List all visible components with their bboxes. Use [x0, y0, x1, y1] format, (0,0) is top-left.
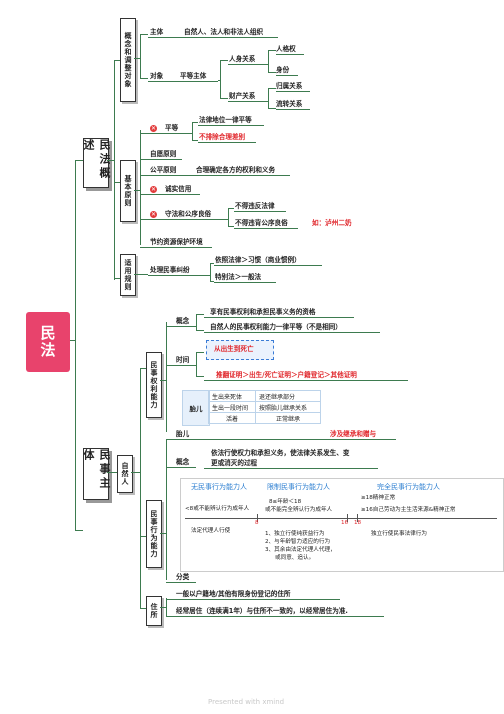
- root-label: 民法: [38, 325, 57, 359]
- watermark-text: Presented with xmind: [208, 698, 285, 706]
- object-value: 平等主体: [180, 72, 207, 80]
- capacity-time-label: 时间: [176, 356, 190, 364]
- age-8-marker: 8: [255, 520, 259, 526]
- identity-right: 身份: [276, 66, 290, 74]
- subject-value: 自然人、法人和非法人组织: [184, 28, 264, 36]
- act-capacity-chart: 无民事行为能力人 限制民事行为能力人 完全民事行为能力人 <8或不能辨认行为成年…: [180, 478, 504, 572]
- law-detail-2: 不得违背公序良俗: [235, 219, 288, 227]
- equality-detail-2: 不排除合理差别: [199, 133, 246, 141]
- warning-icon: ✕: [150, 186, 157, 193]
- personality-right: 人格权: [276, 45, 296, 53]
- equality-principle: 平等: [165, 124, 179, 132]
- age-18-marker: 18: [354, 520, 362, 526]
- warning-icon: ✕: [150, 125, 157, 132]
- capacity-evidence: 推翻证明＞出生/死亡证明＞户籍登记＞其他证明: [216, 371, 357, 379]
- fairness-detail: 合理确定各方的权利和义务: [196, 166, 276, 174]
- equality-detail-1: 法律地位一律平等: [199, 116, 252, 124]
- fetus-table-label: 胎儿: [182, 390, 210, 426]
- table-row: 活着 正常继承: [208, 412, 321, 424]
- warning-icon: ✕: [150, 211, 157, 218]
- root-node[interactable]: 民法: [26, 312, 70, 372]
- time-highlight-box: [206, 340, 274, 360]
- fetus-table: 生出来死体 退还继承部分 生出一段时间 按照胎儿继承关系 活着 正常继承: [208, 390, 321, 424]
- dispute-handling: 处理民事纠纷: [150, 266, 190, 274]
- law-example: 如：泸州二奶: [312, 219, 352, 227]
- act-concept-2: 更或消灭的过程: [211, 459, 258, 467]
- fairness-principle: 公平原则: [150, 166, 177, 174]
- capacity-concept-label: 概念: [176, 317, 190, 325]
- residence-line-1: 一般以户籍地/其他有限身份登记的住所: [176, 590, 291, 598]
- ownership-relation: 归属关系: [276, 82, 303, 90]
- category-label: 分类: [176, 573, 190, 581]
- good-faith-principle: 诚实信用: [165, 185, 192, 193]
- none-capacity-title: 无民事行为能力人: [191, 483, 247, 491]
- application-node[interactable]: 适用规则: [120, 254, 136, 296]
- circulation-relation: 流转关系: [276, 100, 303, 108]
- table-row: 生出一段时间 按照胎儿继承关系: [208, 401, 321, 413]
- act-capacity-node[interactable]: 民事行为能力: [146, 500, 162, 568]
- personal-relation: 人身关系: [229, 55, 256, 63]
- age-16-marker: 16: [341, 520, 349, 526]
- principles-node[interactable]: 基本原则: [120, 160, 136, 222]
- green-principle: 节约资源保护环境: [150, 238, 203, 246]
- fetus-label: 胎儿: [176, 430, 190, 438]
- voluntary-principle: 自愿原则: [150, 150, 177, 158]
- residence-line-2: 经常居住（连续满1年）与住所不一致的，以经常居住为准.: [176, 607, 348, 615]
- act-concept-label: 概念: [176, 458, 190, 466]
- full-capacity-title: 完全民事行为能力人: [377, 483, 440, 491]
- object-label: 对象: [150, 72, 164, 80]
- age-axis: [185, 518, 497, 519]
- capacity-time-value: 从出生到死亡: [214, 345, 254, 353]
- section-overview-node[interactable]: 民法概述: [82, 138, 111, 188]
- property-relation: 财产关系: [229, 92, 256, 100]
- fetus-note: 涉及继承和赠与: [330, 430, 377, 438]
- capacity-concept-1: 享有民事权利和承担民事义务的资格: [210, 308, 316, 316]
- section-subject-node[interactable]: 民事主体: [82, 448, 111, 500]
- application-rule-1: 依照法律＞习惯（商业惯例）: [215, 256, 301, 264]
- application-rule-2: 特别法＞一般法: [215, 273, 262, 281]
- residence-node[interactable]: 住所: [146, 596, 162, 626]
- subject-label: 主体: [150, 28, 164, 36]
- natural-person-node[interactable]: 自然人: [117, 455, 133, 493]
- limited-capacity-title: 限制民事行为能力人: [267, 483, 330, 491]
- capacity-concept-2: 自然人的民事权利能力一律平等（不是相同）: [210, 323, 342, 331]
- concept-node[interactable]: 概念和调整对象: [120, 18, 136, 102]
- law-detail-1: 不得违反法律: [235, 202, 275, 210]
- act-concept-1: 依法行使权力和承担义务，使法律关系发生、变: [211, 449, 350, 457]
- civil-capacity-node[interactable]: 民事权利能力: [146, 352, 162, 418]
- root-connector: [75, 160, 76, 530]
- table-row: 生出来死体 退还继承部分: [208, 390, 321, 402]
- law-morality-principle: 守法和公序良俗: [165, 210, 212, 218]
